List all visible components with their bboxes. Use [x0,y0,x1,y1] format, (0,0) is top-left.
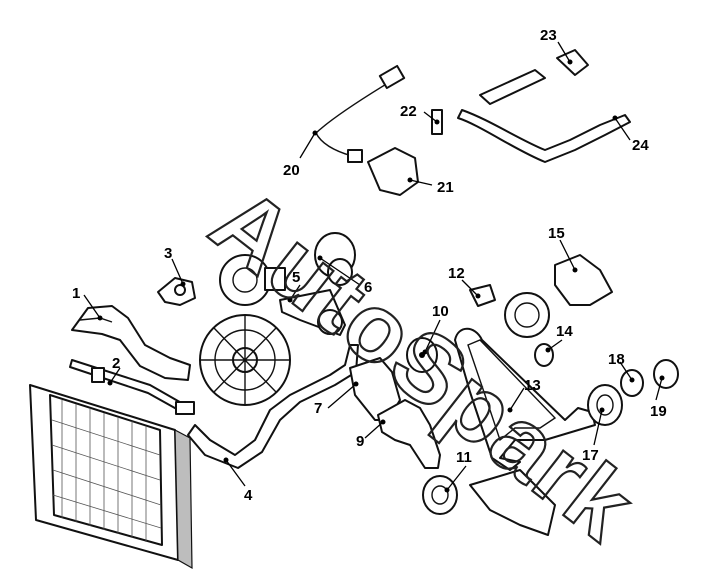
callout-10: 10 [432,303,449,320]
callout-19: 19 [650,403,667,420]
cooling-fan [199,314,291,406]
bearing-19 [653,359,679,389]
callout-4: 4 [244,487,253,504]
water-pump-pulley [587,384,623,426]
callout-11: 11 [456,449,472,466]
coolant-pipe [69,359,195,415]
callout-18: 18 [608,351,625,368]
callout-13: 13 [524,377,541,394]
callout-7: 7 [314,400,322,417]
distributor-cap [367,147,419,196]
belt-cover [554,254,613,306]
callout-5: 5 [292,269,300,286]
guide-bracket [469,284,496,307]
fuel-rail [457,69,631,163]
callout-23: 23 [540,27,557,44]
alternator [219,254,286,306]
callout-24: 24 [632,137,649,154]
callout-22: 22 [400,103,417,120]
timing-belt [454,327,596,471]
leader-lines [83,41,665,493]
callout-14: 14 [556,323,573,340]
callout-1: 1 [72,285,80,302]
idler-pulley [406,337,438,373]
accessory-belt [279,289,346,336]
callout-17: 17 [582,447,599,464]
radiator [29,384,193,570]
callout-15: 15 [548,225,565,242]
callout-labels: 1 2 3 4 5 6 7 9 10 11 12 13 14 15 17 18 … [72,27,667,504]
callout-21: 21 [437,179,454,196]
lower-hose [187,344,359,469]
small-idler [534,343,554,367]
engine-mount-bracket [469,469,556,536]
timing-cover-lower [377,399,441,469]
pressure-regulator [556,49,589,76]
camshaft-gear [504,292,550,338]
callout-12: 12 [448,265,465,282]
callout-2: 2 [112,355,120,372]
callout-9: 9 [356,433,364,450]
bearing-18 [620,369,644,397]
sensor-cable [315,64,406,163]
callout-3: 3 [164,245,172,262]
callout-6: 6 [364,279,372,296]
sensor-bracket [157,277,196,306]
crankshaft-pulley [422,475,458,515]
callout-20: 20 [283,162,300,179]
